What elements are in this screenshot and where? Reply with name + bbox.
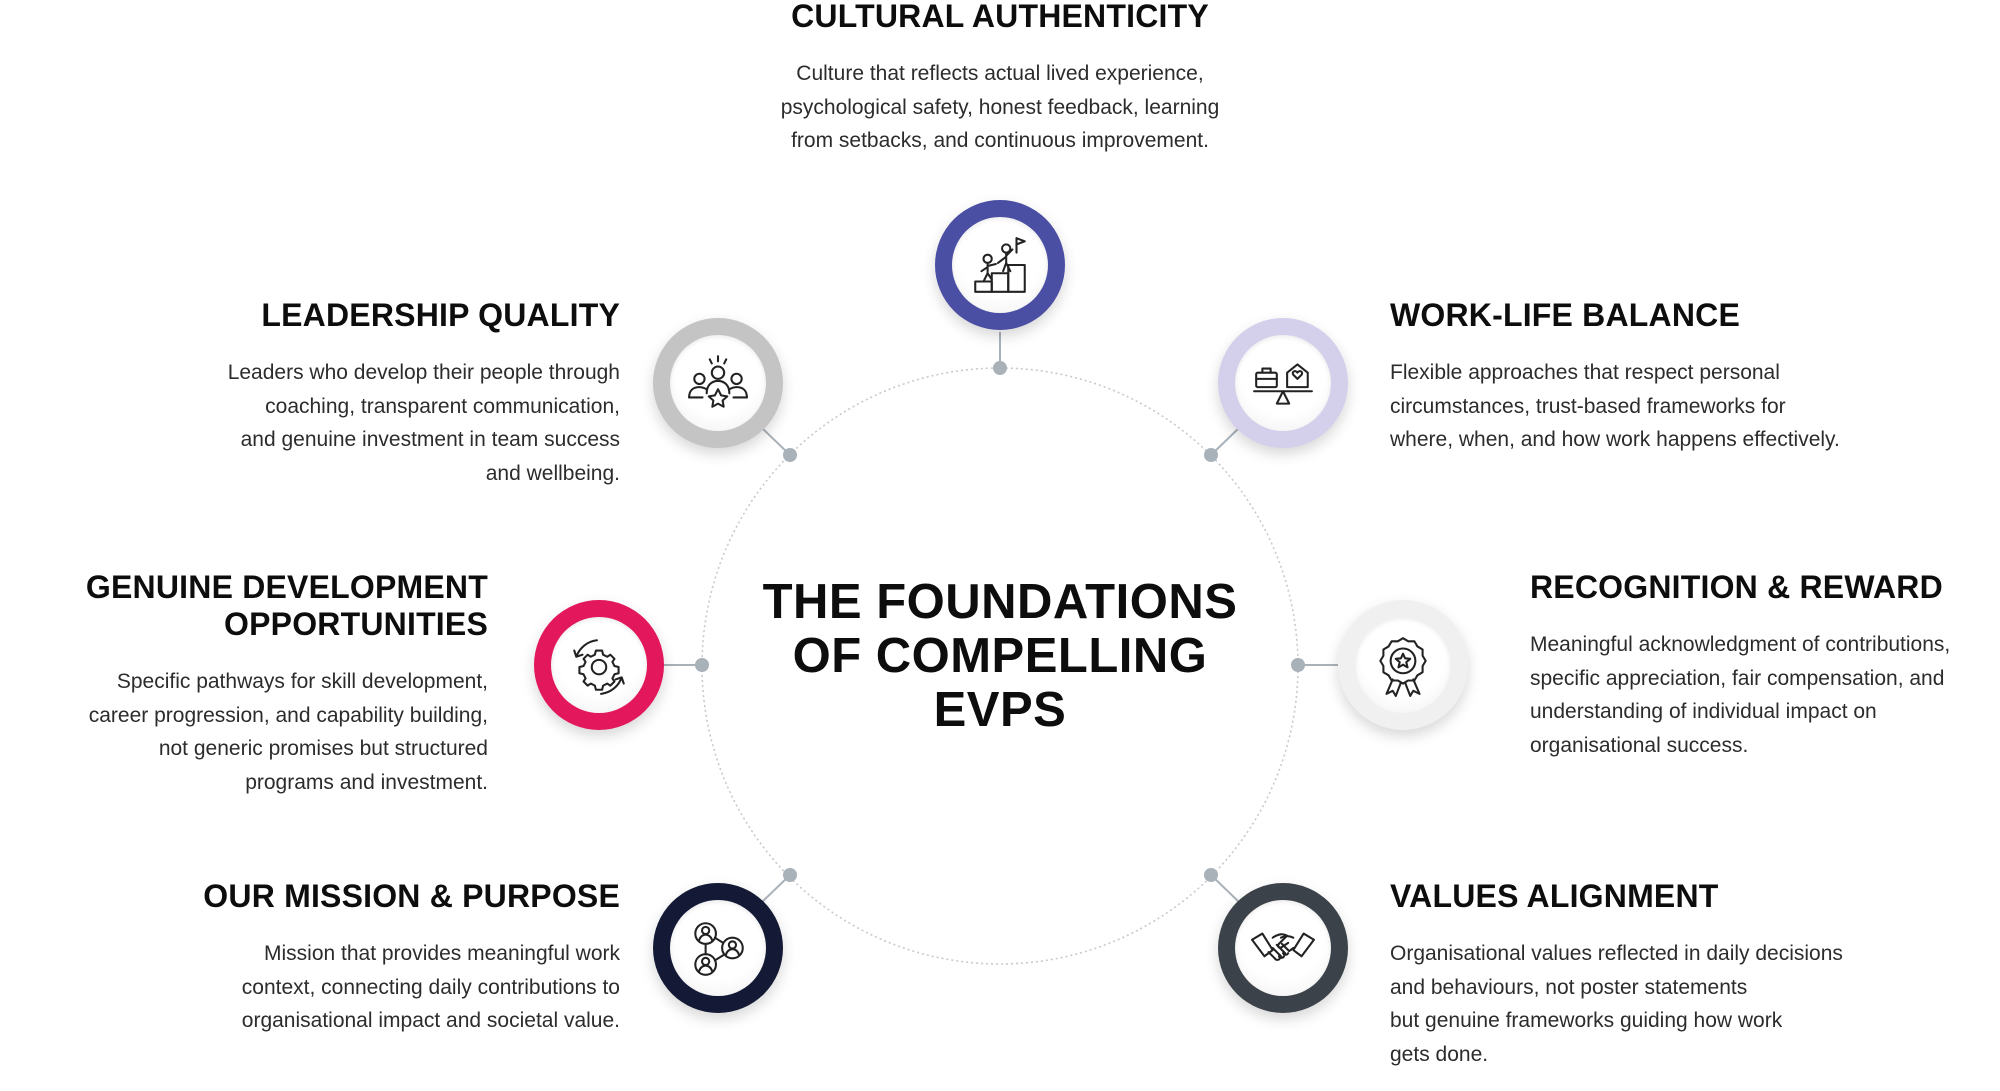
node-worklife (1218, 318, 1348, 448)
desc-line: and wellbeing. (485, 461, 620, 485)
desc-line: career progression, and capability build… (88, 703, 488, 727)
award-badge-icon (1379, 637, 1427, 697)
team-leader-star-icon (688, 355, 748, 408)
desc-leadership-quality: Leaders who develop their people through… (120, 356, 620, 490)
heading-genuine-development: GENUINE DEVELOPMENT OPPORTUNITIES (20, 569, 488, 643)
desc-line: gets done. (1390, 1042, 1489, 1066)
desc-line: psychological safety, honest feedback, l… (780, 95, 1220, 119)
ring-dot-development (695, 658, 709, 672)
desc-cultural-authenticity: Culture that reflects actual lived exper… (700, 57, 1300, 158)
handshake-icon (1251, 932, 1315, 961)
desc-line: and genuine investment in team success (240, 428, 620, 451)
title-line-2: OF COMPELLING (792, 629, 1208, 683)
heading-line: OPPORTUNITIES (224, 606, 488, 642)
ring-dot-leadership (783, 448, 797, 462)
node-development (534, 600, 664, 730)
ring-dot-recognition (1291, 658, 1305, 672)
people-network-icon (694, 922, 744, 976)
briefcase-home-balance-icon (1253, 363, 1313, 405)
desc-line: not generic promises but structured (158, 737, 488, 760)
desc-line: Culture that reflects actual lived exper… (796, 62, 1204, 85)
heading-cultural-authenticity: CULTURAL AUTHENTICITY (791, 0, 1209, 34)
desc-line: programs and investment. (245, 770, 488, 794)
desc-line: Specific pathways for skill development, (116, 670, 488, 693)
desc-line: organisational impact and societal value… (241, 1009, 620, 1032)
heading-recognition-reward: RECOGNITION & REWARD (1530, 569, 1943, 605)
heading-line: GENUINE DEVELOPMENT (85, 569, 488, 605)
desc-line: Organisational values reflected in daily… (1390, 942, 1843, 965)
desc-recognition-reward: Meaningful acknowledgment of contributio… (1530, 628, 1990, 762)
block-recognition-reward: RECOGNITION & REWARD Meaningful acknowle… (1530, 569, 1990, 762)
desc-line: but genuine frameworks guiding how work (1390, 1009, 1783, 1032)
heading-mission-purpose: OUR MISSION & PURPOSE (203, 878, 620, 914)
ring-dot-values (1204, 868, 1218, 882)
desc-line: Mission that provides meaningful work (264, 942, 620, 965)
desc-line: circumstances, trust-based frameworks fo… (1390, 394, 1786, 418)
desc-values-alignment: Organisational values reflected in daily… (1390, 937, 1950, 1071)
heading-work-life-balance: WORK-LIFE BALANCE (1390, 297, 1741, 333)
heading-values-alignment: VALUES ALIGNMENT (1390, 878, 1719, 914)
ring-dot-worklife (1204, 448, 1218, 462)
desc-work-life-balance: Flexible approaches that respect persona… (1390, 356, 1950, 457)
block-cultural-authenticity: CULTURAL AUTHENTICITY Culture that refle… (700, 0, 1300, 158)
desc-line: context, connecting daily contributions … (241, 975, 620, 999)
desc-mission-purpose: Mission that provides meaningful work co… (120, 937, 620, 1038)
desc-line: and behaviours, not poster statements (1390, 975, 1748, 999)
ring-dot-mission (783, 868, 797, 882)
node-mission (653, 883, 783, 1013)
desc-line: from setbacks, and continuous improvemen… (791, 129, 1209, 152)
block-work-life-balance: WORK-LIFE BALANCE Flexible approaches th… (1390, 297, 1950, 457)
block-genuine-development: GENUINE DEVELOPMENT OPPORTUNITIES Specif… (20, 569, 488, 799)
gear-cycle-icon (573, 639, 625, 695)
desc-line: where, when, and how work happens effect… (1390, 428, 1840, 451)
desc-genuine-development: Specific pathways for skill development,… (20, 665, 488, 799)
node-leadership (653, 318, 783, 448)
desc-line: Leaders who develop their people through (227, 361, 620, 384)
block-leadership-quality: LEADERSHIP QUALITY Leaders who develop t… (120, 297, 620, 490)
desc-line: specific appreciation, fair compensation… (1530, 666, 1945, 690)
ring-dot-cultural (993, 361, 1007, 375)
team-climbing-steps-icon (974, 237, 1026, 293)
desc-line: organisational success. (1530, 733, 1749, 757)
desc-line: Meaningful acknowledgment of contributio… (1530, 633, 1951, 656)
node-values (1218, 883, 1348, 1013)
desc-line: understanding of individual impact on (1530, 700, 1877, 723)
desc-line: coaching, transparent communication, (265, 394, 620, 418)
heading-leadership-quality: LEADERSHIP QUALITY (261, 297, 620, 333)
block-values-alignment: VALUES ALIGNMENT Organisational values r… (1390, 878, 1950, 1071)
node-cultural (935, 200, 1065, 330)
title-line-1: THE FOUNDATIONS (762, 575, 1238, 629)
title-line-3: EVPS (933, 683, 1067, 737)
block-mission-purpose: OUR MISSION & PURPOSE Mission that provi… (120, 878, 620, 1038)
diagram-title: THE FOUNDATIONS OF COMPELLING EVPS (750, 575, 1250, 737)
node-recognition (1338, 600, 1468, 730)
desc-line: Flexible approaches that respect persona… (1390, 361, 1780, 384)
